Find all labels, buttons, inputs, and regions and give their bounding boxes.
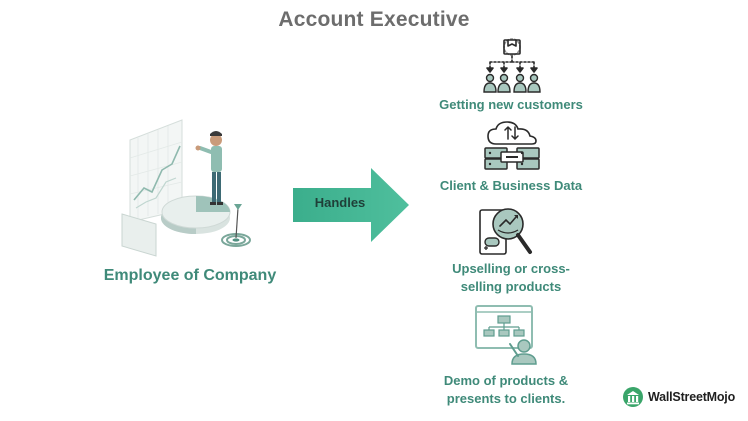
presentation-icon — [475, 305, 537, 365]
upselling-icon — [479, 208, 532, 255]
item-label-line1: Demo of products & — [443, 373, 569, 388]
employee-label: Employee of Company — [103, 267, 277, 284]
customer-network-icon — [483, 38, 541, 93]
employee-illustration — [121, 119, 251, 257]
handles-arrow — [293, 168, 409, 242]
item-upselling: Upselling or cross- selling products — [411, 260, 611, 296]
item-label-line1: Client & Business Data — [439, 178, 583, 193]
item-label-line1: Upselling or cross- — [452, 261, 570, 276]
handles-label: Handles — [314, 195, 366, 210]
item-getting-new-customers: Getting new customers — [411, 96, 611, 114]
item-label-line2: selling products — [460, 279, 562, 294]
brand-name: WallStreetMojo — [648, 390, 736, 404]
item-demo-products: Demo of products & presents to clients. — [406, 372, 606, 408]
item-client-business-data: Client & Business Data — [411, 177, 611, 195]
item-label-line2: presents to clients. — [446, 391, 566, 406]
wallstreetmojo-logo — [623, 387, 643, 407]
cloud-database-icon — [484, 121, 540, 170]
wallstreetmojo-brand: WallStreetMojo — [622, 385, 735, 409]
item-label-line1: Getting new customers — [439, 97, 583, 112]
diagram-title: Account Executive — [278, 8, 470, 31]
